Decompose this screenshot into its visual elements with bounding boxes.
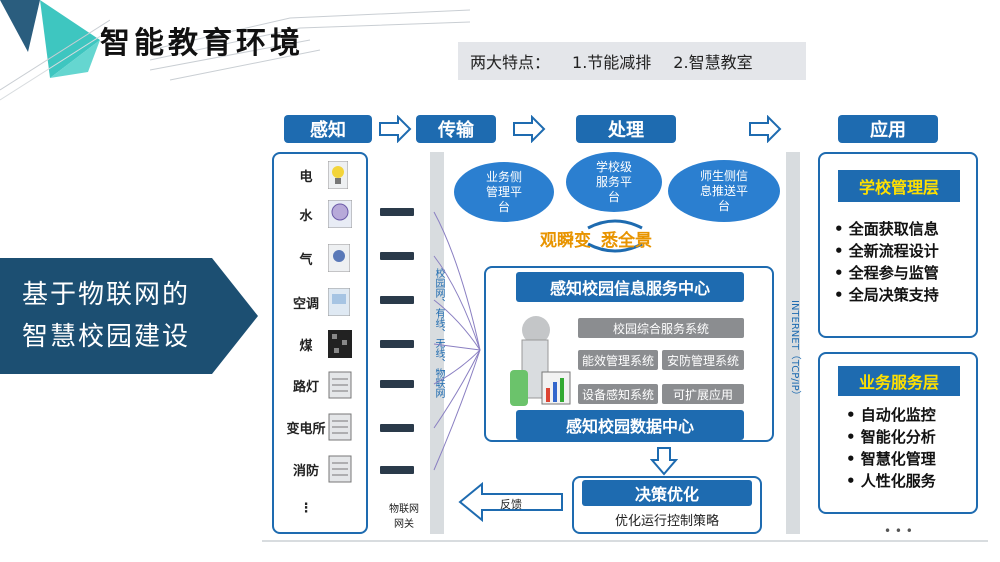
sensor-label: 消防 <box>292 463 319 479</box>
list-item: • 自动化监控 <box>846 406 936 424</box>
cloud-business: 业务侧 管理平 台 <box>454 162 554 222</box>
sensor-row: 空调 <box>284 280 364 324</box>
network-label: 校园网、有线、无线、物联网 <box>433 268 444 398</box>
gas-meter-icon <box>328 244 350 272</box>
corner-decoration <box>0 0 110 101</box>
list-item: • 全局决策支持 <box>834 286 939 304</box>
module-device: 设备感知系统 <box>578 384 658 404</box>
data-center: 感知校园数据中心 <box>516 410 744 440</box>
server-icon <box>510 316 571 406</box>
sensor-row: 电 <box>284 158 364 192</box>
observe-slogan: 观瞬变 悉全景 <box>540 226 652 251</box>
arrow-down-icon <box>650 447 678 476</box>
stage-transmit: 传输 <box>416 115 496 143</box>
list-item: • 全程参与监管 <box>834 264 939 282</box>
gateway-label: 物联网 网关 <box>389 504 419 530</box>
sensor-row: 变电所 <box>284 406 364 448</box>
decision-subtitle: 优化运行控制策略 <box>614 514 719 529</box>
sensor-row: 煤 <box>284 324 364 364</box>
sensor-label: 气 <box>299 252 313 268</box>
gateway-device-icon <box>380 424 414 432</box>
stage-process: 处理 <box>576 115 676 143</box>
list-item: • 智能化分析 <box>846 428 936 446</box>
connection-lines <box>433 211 481 471</box>
feature-energy: 1.节能减排 <box>572 53 652 72</box>
features-label: 两大特点： <box>470 53 551 72</box>
sensor-list: 电 水 气 空调 煤 路灯 变电所 消防 ⋮ <box>284 158 364 526</box>
water-meter-icon <box>328 200 352 228</box>
page-title: 智能教育环境 <box>100 26 304 61</box>
business-layer-title: 业务服务层 <box>838 366 960 396</box>
module-campus-service: 校园综合服务系统 <box>578 318 744 338</box>
more-indicator: • • • <box>884 524 913 538</box>
gateway-device-icon <box>380 380 414 388</box>
cabinet-icon <box>328 455 352 483</box>
side-banner: 基于物联网的 智慧校园建设 <box>0 258 258 374</box>
observe-part2: 悉全景 <box>601 231 652 251</box>
cabinet-icon <box>328 371 352 399</box>
arrow-right-icon <box>749 115 782 143</box>
list-item: • 全新流程设计 <box>834 242 939 260</box>
gateway-devices <box>380 208 414 474</box>
gateway-device-icon <box>380 296 414 304</box>
sensor-row: ⋮ <box>284 490 364 526</box>
observe-part1: 观瞬变 <box>540 231 591 251</box>
info-service-center: 感知校园信息服务中心 <box>516 272 744 302</box>
gateway-device-icon <box>380 252 414 260</box>
internet-bar <box>786 152 800 534</box>
arrow-right-icon <box>379 115 412 143</box>
business-layer-list: • 自动化监控 • 智能化分析 • 智慧化管理 • 人性化服务 <box>846 404 936 492</box>
cycle-icon <box>587 219 643 253</box>
baseline <box>262 540 988 542</box>
cloud-teacher: 师生侧信 息推送平 台 <box>668 160 780 222</box>
sensor-label: 煤 <box>299 338 313 354</box>
gateway-device-icon <box>380 208 414 216</box>
gateway-device-icon <box>380 340 414 348</box>
school-layer-list: • 全面获取信息 • 全新流程设计 • 全程参与监管 • 全局决策支持 <box>834 218 939 306</box>
school-layer-title: 学校管理层 <box>838 170 960 202</box>
list-item: • 智慧化管理 <box>846 450 936 468</box>
cabinet-icon <box>328 413 352 441</box>
stage-apply: 应用 <box>838 115 938 143</box>
feedback-arrow <box>458 482 563 522</box>
sensor-label: 电 <box>299 169 313 185</box>
feedback-label: 反馈 <box>500 498 522 511</box>
arrow-right-icon <box>513 115 546 143</box>
sensor-row: 水 <box>284 192 364 236</box>
sensor-row: 消防 <box>284 448 364 490</box>
decision-title: 决策优化 <box>582 480 752 506</box>
list-item: • 人性化服务 <box>846 472 936 490</box>
list-item: • 全面获取信息 <box>834 220 939 238</box>
side-banner-line1: 基于物联网的 <box>22 280 191 310</box>
air-conditioner-icon <box>328 288 350 316</box>
sensor-label: 空调 <box>292 296 319 312</box>
stage-sense: 感知 <box>284 115 372 143</box>
circuit-decoration <box>150 9 470 81</box>
sensor-panel <box>272 152 368 534</box>
sensor-row: 路灯 <box>284 364 364 406</box>
features-box: 两大特点： 1.节能减排 2.智慧教室 <box>458 42 806 80</box>
module-extend: 可扩展应用 <box>662 384 744 404</box>
bulb-icon <box>328 161 348 189</box>
sensor-label: 路灯 <box>292 379 319 395</box>
module-energy: 能效管理系统 <box>578 350 658 370</box>
qr-code-icon <box>328 330 352 358</box>
module-security: 安防管理系统 <box>662 350 744 370</box>
sensor-label: ⋮ <box>299 500 313 516</box>
network-bar <box>430 152 444 534</box>
feature-classroom: 2.智慧教室 <box>673 53 753 72</box>
cloud-school: 学校级 服务平 台 <box>566 152 662 212</box>
gateway-device-icon <box>380 466 414 474</box>
internet-label: INTERNET（TCP/IP） <box>789 300 800 401</box>
side-banner-line2: 智慧校园建设 <box>22 322 191 352</box>
sensor-label: 水 <box>299 208 313 224</box>
sensor-row: 气 <box>284 236 364 280</box>
sensor-label: 变电所 <box>286 421 326 437</box>
